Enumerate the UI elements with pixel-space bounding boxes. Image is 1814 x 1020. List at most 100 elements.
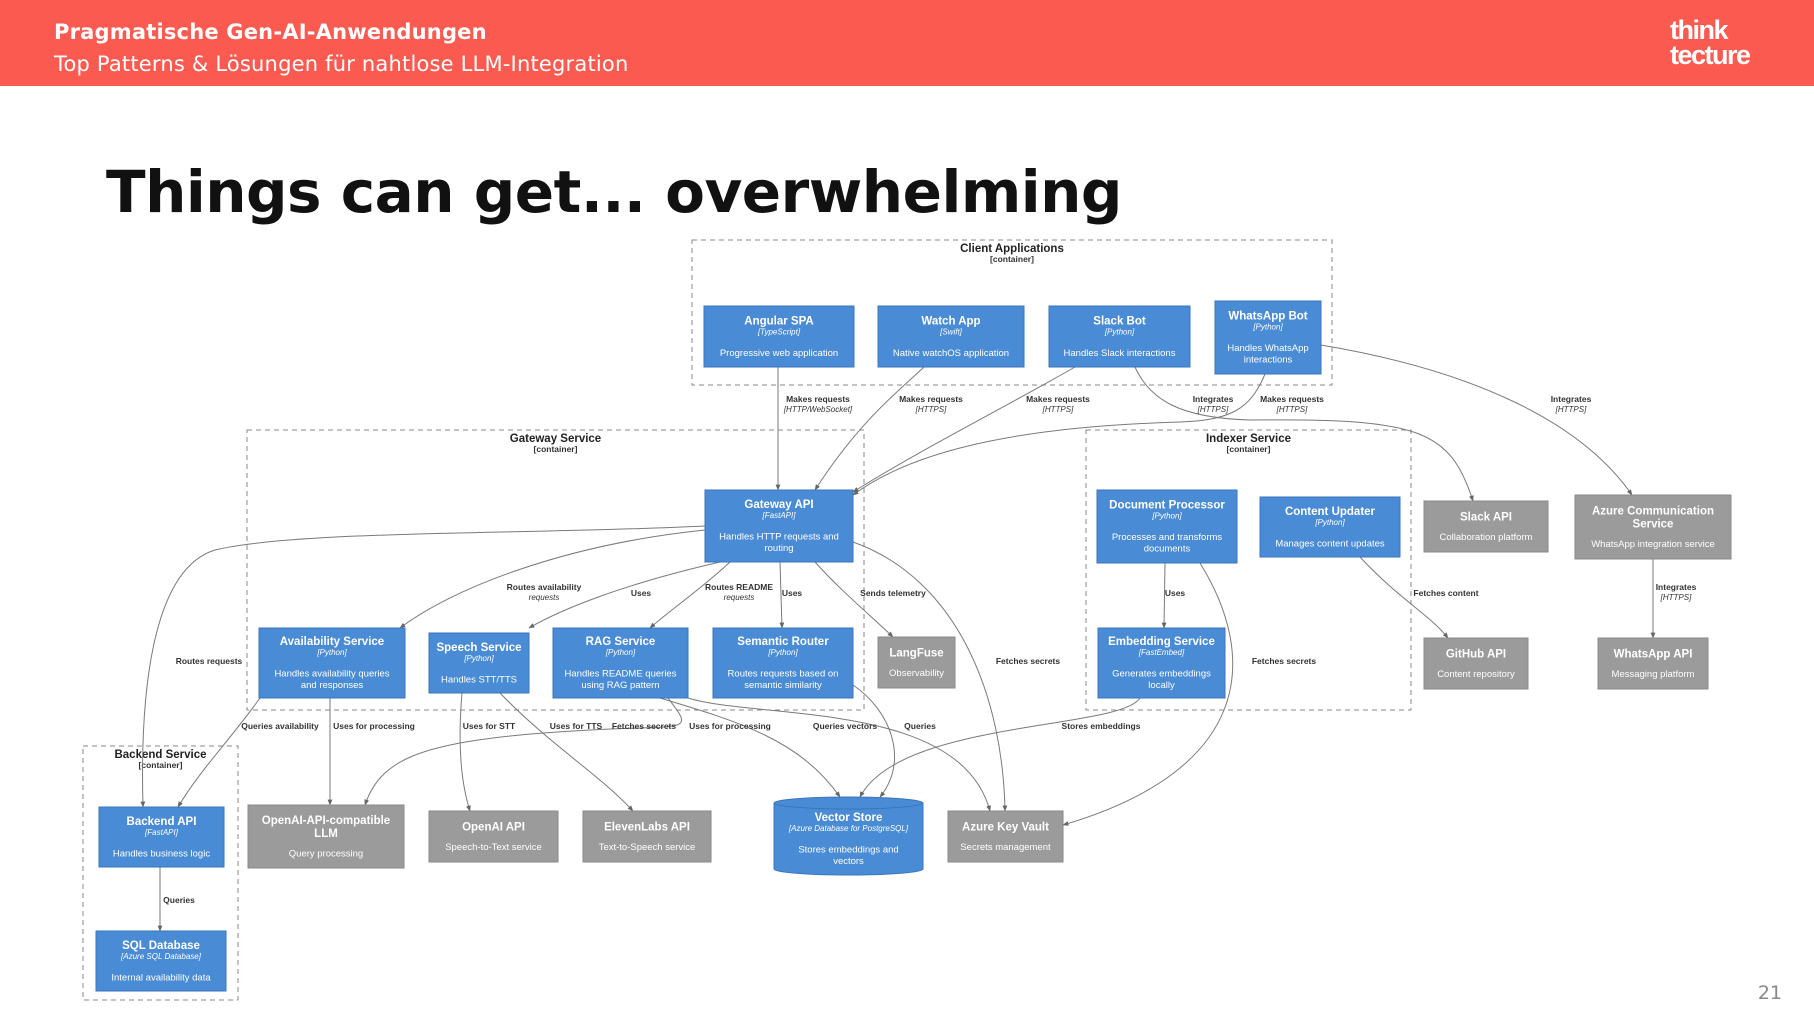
node-desc: Observability (889, 668, 944, 679)
node-desc: Speech-to-Text service (445, 842, 542, 853)
edge-label: Uses for processing (689, 721, 771, 731)
node-desc: documents (1144, 544, 1191, 555)
node-slackbot: Slack Bot[Python]Handles Slack interacti… (1048, 305, 1191, 368)
node-desc: locally (1148, 680, 1175, 691)
edge-label: Fetches secrets (996, 656, 1061, 666)
edge-label-line: [HTTPS] (1276, 405, 1308, 414)
header-title: Pragmatische Gen-AI-Anwendungen (54, 20, 487, 44)
edge-label: Uses (782, 588, 803, 598)
boundary-type: [container] (534, 444, 578, 454)
node-tech: [Azure Database for PostgreSQL] (788, 824, 909, 833)
edge-label-line: Uses for processing (333, 721, 415, 731)
edge-label-line: [HTTPS] (1660, 593, 1692, 602)
edges-layer (140, 344, 1656, 932)
node-watch: Watch App[Swift]Native watchOS applicati… (877, 305, 1025, 368)
node-name: LangFuse (889, 647, 943, 659)
boundary-title: Indexer Service (1206, 433, 1291, 445)
edge-connector (859, 697, 1141, 798)
node-tech: [Python] (605, 648, 636, 657)
edge-label: Integrates[HTTPS] (1193, 394, 1234, 414)
node-desc: routing (764, 543, 793, 554)
edge-label-line: Queries availability (241, 721, 319, 731)
edge-label: Routes requests (176, 656, 243, 666)
edge-label: Stores embeddings (1062, 721, 1141, 731)
edge-connector (459, 692, 471, 812)
edge-label-line: Uses (631, 588, 652, 598)
edge-label-line: Stores embeddings (1062, 721, 1141, 731)
node-desc: Handles availability queries (274, 669, 389, 680)
edge-label-line: Fetches content (1413, 588, 1478, 598)
logo-line-2: tecture (1670, 40, 1751, 70)
edge-labels-layer: Makes requests[HTTP/WebSocket]Makes requ… (163, 394, 1696, 905)
boundary-indexer: Indexer Service[container] (1085, 429, 1412, 711)
node-desc: Handles Slack interactions (1064, 348, 1176, 359)
node-speech: Speech Service[Python]Handles STT/TTS (428, 632, 530, 694)
node-desc: Generates embeddings (1112, 669, 1211, 680)
node-desc: Handles HTTP requests and (719, 532, 839, 543)
edge-connector (852, 684, 895, 798)
edge-label-line: [HTTP/WebSocket] (783, 405, 853, 414)
edge-label: Fetches secrets (612, 721, 677, 731)
node-openai_api: OpenAI API Speech-to-Text service (428, 810, 559, 863)
node-name: Gateway API (744, 499, 813, 511)
node-name: OpenAI-API-compatible (262, 815, 390, 827)
node-name: Embedding Service (1108, 636, 1215, 648)
node-desc: Handles WhatsApp (1227, 343, 1308, 354)
node-name: RAG Service (586, 636, 656, 648)
node-desc: Manages content updates (1275, 538, 1385, 549)
edge-label-line: Makes requests (786, 394, 850, 404)
edge-label-line: Uses for TTS (550, 721, 603, 731)
edge-connector (814, 366, 925, 491)
node-desc: interactions (1244, 355, 1293, 366)
edge-label: Queries availability (241, 721, 319, 731)
edge-label-line: Makes requests (899, 394, 963, 404)
node-desc: Query processing (289, 848, 363, 859)
edge-label-line: Integrates (1551, 394, 1592, 404)
edge-connector (1062, 562, 1234, 826)
edge-label-line: requests (724, 593, 755, 602)
nodes-layer: Angular SPA[TypeScript]Progressive web a… (95, 300, 1732, 992)
node-name: WhatsApp Bot (1228, 311, 1307, 323)
node-name: OpenAI API (462, 821, 525, 833)
edge-label: Integrates[HTTPS] (1551, 394, 1592, 414)
node-name: Angular SPA (744, 315, 813, 327)
node-desc: Handles business logic (113, 848, 210, 859)
node-name: Azure Key Vault (962, 821, 1049, 833)
boundary-type: [container] (1227, 444, 1271, 454)
edge-connector (1161, 562, 1167, 629)
edge-connector (177, 697, 261, 808)
edge-label-line: Routes README (705, 582, 773, 592)
node-desc: and responses (301, 680, 364, 691)
edge-label: Queries (163, 895, 195, 905)
edge-connector (1359, 556, 1449, 639)
node-desc: WhatsApp integration service (1591, 539, 1715, 550)
edge-label-line: Fetches secrets (996, 656, 1061, 666)
edge-label: Makes requests[HTTP/WebSocket] (783, 394, 853, 414)
node-rag: RAG Service[Python] Handles README querie… (552, 627, 689, 699)
edge-label: Queries (904, 721, 936, 731)
node-name: SQL Database (122, 940, 200, 952)
boundaries-layer: Client Applications[container] Gateway Se… (82, 239, 1412, 1001)
node-tech: [Python] (767, 648, 798, 657)
edge-label-line: Routes availability (507, 582, 582, 592)
node-name: Semantic Router (737, 636, 829, 648)
edge-label-line: Sends telemetry (860, 588, 926, 598)
node-desc: Routes requests based on (728, 669, 839, 680)
node-desc: Stores embeddings and (798, 845, 898, 856)
edge-label: Uses (1165, 588, 1186, 598)
edge-label-line: [HTTPS] (1197, 405, 1229, 414)
node-desc: Handles README queries (565, 669, 677, 680)
node-desc: Text-to-Speech service (599, 842, 696, 853)
boundary-title: Gateway Service (510, 433, 601, 445)
node-name: Availability Service (280, 636, 384, 648)
boundary-client: Client Applications[container] (691, 239, 1333, 386)
page-number: 21 (1757, 982, 1782, 1004)
edge-label: Fetches content (1413, 588, 1478, 598)
edge-label-line: Makes requests (1260, 394, 1324, 404)
